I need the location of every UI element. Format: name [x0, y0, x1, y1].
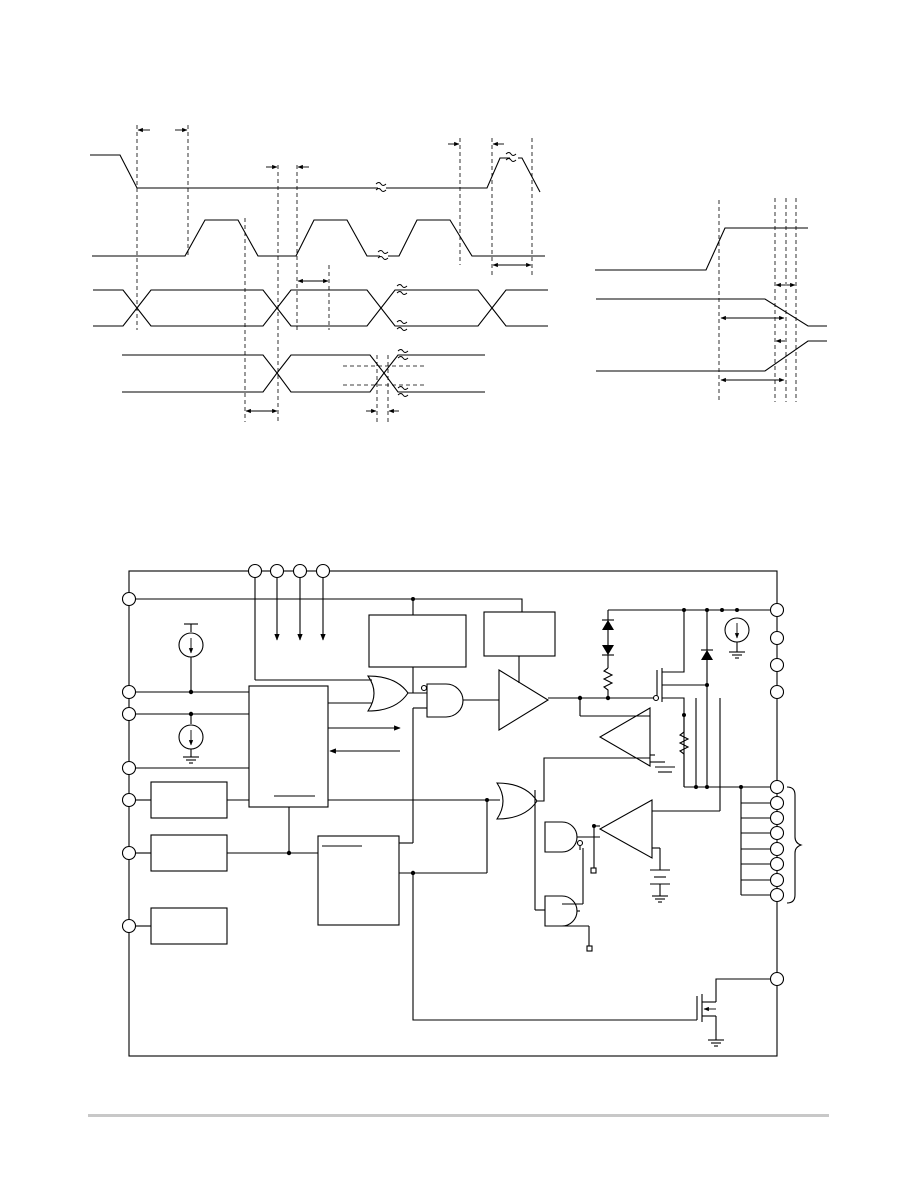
- pin-left-6: [121, 845, 137, 861]
- pin-bus-3: [769, 810, 785, 826]
- pin-top-4: [315, 563, 331, 579]
- pin-left-7: [121, 918, 137, 934]
- pin-bus-8: [769, 887, 785, 903]
- timing-diagram-right: [595, 198, 827, 402]
- pin-bus-6: [769, 856, 785, 872]
- pin-left-5: [121, 792, 137, 808]
- pin-bus-4: [769, 825, 785, 841]
- pin-left-4: [121, 760, 137, 776]
- pin-bus-2: [769, 795, 785, 811]
- timing-diagram-left: [90, 125, 548, 422]
- pin-bus-7: [769, 872, 785, 888]
- pin-right-1: [769, 602, 785, 618]
- pin-bus-5: [769, 841, 785, 857]
- pin-right-4: [769, 684, 785, 700]
- block-diagram: [121, 563, 803, 1057]
- pin-top-2: [269, 563, 285, 579]
- pin-right-3: [769, 657, 785, 673]
- pin-right-bottom: [769, 971, 785, 987]
- pin-top-3: [292, 563, 308, 579]
- pin-left-1: [121, 591, 137, 607]
- pin-right-2: [769, 630, 785, 646]
- pin-left-2: [121, 684, 137, 700]
- pin-top-1: [247, 563, 263, 579]
- pin-bus-1: [769, 779, 785, 795]
- footer-rule: [88, 1114, 829, 1117]
- pin-left-3: [121, 706, 137, 722]
